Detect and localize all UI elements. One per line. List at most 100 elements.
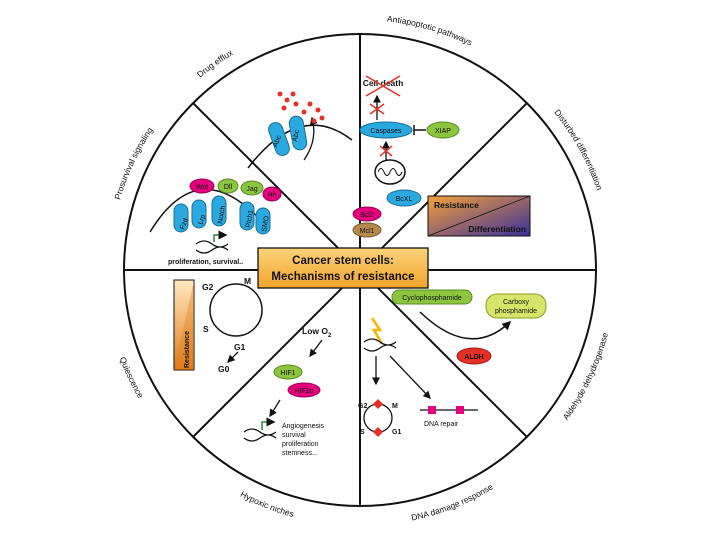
carboxy-label-1: Carboxy: [503, 299, 530, 306]
signaling-panel: Wnt Dll Jag Hh Fzd Lrp Notch Ptch1 SMO p…: [149, 178, 282, 266]
aldh-enzyme-label: ALDH: [464, 354, 483, 361]
abc-transporter-2: [288, 115, 308, 151]
hypoxia-gene-icon: [243, 428, 277, 442]
mcl1-node: [352, 222, 382, 238]
hif1-label: HIF1: [280, 370, 295, 377]
notch-label: Notch: [217, 205, 227, 224]
center-box: [257, 247, 429, 289]
dna-to-repair-arrow: [389, 355, 431, 399]
fzd-label: Fzd: [179, 217, 190, 230]
bcl2-label: Bcl2: [360, 212, 374, 219]
mcl1-label: Mcl1: [360, 228, 375, 235]
bcl2-node: [352, 206, 382, 222]
hif2a-label: HIF2α: [294, 388, 313, 395]
aldh-panel: Cyclophosphamide Carboxy phosphamide ALD…: [391, 289, 547, 365]
hypoxia-out-4: stemness...: [282, 450, 318, 457]
antiapoptotic-panel: Cell death Caspases XIAP BcXL Bcl2 Mcl1: [352, 75, 460, 238]
caspases-label: Caspases: [370, 128, 402, 135]
dll-ligand: [217, 178, 239, 194]
abc-label-1: Abc: [272, 134, 283, 148]
caspases-node: [359, 121, 413, 139]
blocked-arrow-cross-icon: [369, 103, 385, 115]
ptch1-label: Ptch1: [245, 209, 255, 228]
wnt-ligand: [189, 178, 215, 194]
fzd-receptor: [173, 203, 189, 233]
o2-to-hif-arrow: [309, 339, 323, 358]
hh-ligand: [262, 186, 282, 202]
quiescence-g0-label: G0: [218, 364, 230, 374]
repair-protein-2: [456, 406, 464, 414]
repair-protein-1: [428, 406, 436, 414]
aldh-conversion-arrow: [419, 311, 512, 340]
dll-label: Dll: [224, 184, 233, 191]
mito-block-cross-icon: [379, 145, 393, 157]
hypoxia-transcription-icon: [261, 417, 276, 430]
drug-efflux-panel: Abc Abc: [247, 91, 353, 169]
drug-molecules: [277, 91, 325, 124]
cell-death-cross-icon: [365, 75, 401, 97]
quiescence-g1-label: G1: [234, 342, 246, 352]
cyclophosphamide-label: Cyclophosphamide: [402, 295, 462, 302]
quiescence-resistance-bar: [173, 279, 195, 371]
abc-label-2: Abc: [292, 129, 301, 143]
dna-g1-label: G1: [392, 429, 401, 436]
center-title-line2: Mechanisms of resistance: [271, 271, 414, 283]
cyclophosphamide-pill: [391, 289, 473, 305]
center-title-line1: Cancer stem cells:: [292, 255, 394, 267]
smo-receptor: [255, 207, 271, 235]
xiap-node: [426, 121, 460, 139]
dna-repair-label: DNA repair: [424, 421, 459, 428]
resistance-label: Resistance: [434, 200, 479, 210]
diff-diagonal: [427, 195, 531, 237]
jag-label: Jag: [246, 186, 257, 193]
quiescence-s-label: S: [203, 324, 209, 334]
hypoxia-out-2: survival: [282, 432, 306, 439]
wnt-label: Wnt: [196, 184, 209, 191]
smo-label: SMO: [261, 215, 271, 232]
quiescence-g2-label: G2: [202, 282, 214, 292]
cell-death-label: Cell death: [363, 78, 404, 88]
quiescence-m-label: M: [244, 276, 251, 286]
g1-to-g0-arrow: [227, 351, 239, 363]
dna-m-label: M: [392, 403, 398, 410]
checkpoint-g1s-icon: [373, 427, 383, 437]
damaged-dna-icon: [363, 338, 397, 352]
quiescence-resistance-wedge: [174, 280, 194, 370]
signaling-transcription-icon: [213, 230, 228, 242]
hh-label: Hh: [268, 192, 277, 199]
hypoxia-out-1: Angiogenesis: [282, 423, 325, 430]
jag-ligand: [240, 180, 264, 196]
hif-to-gene-arrow: [269, 399, 281, 418]
notch-receptor: [211, 195, 227, 227]
bcxl-label: BcXL: [396, 196, 413, 203]
checkpoint-g2m-icon: [373, 399, 383, 409]
carboxy-label-2: phosphamide: [495, 308, 537, 315]
signaling-gene-icon: [195, 240, 229, 254]
dna-s-label: S: [360, 429, 365, 436]
differentiation-panel: Resistance Differentiation: [427, 195, 531, 237]
low-o2-label: Low O2: [302, 326, 332, 339]
hif2a-node: [287, 382, 321, 398]
xiap-label: XIAP: [435, 128, 451, 135]
quiescence-resistance-label: Resistance: [184, 331, 191, 368]
ptch1-receptor: [239, 201, 255, 231]
lrp-receptor: [191, 199, 207, 229]
aldh-enzyme-node: [456, 347, 492, 365]
lrp-label: Lrp: [197, 214, 207, 226]
quiescence-cycle-circle: [209, 283, 263, 337]
dna-g2-label: G2: [358, 403, 367, 410]
hypoxia-out-3: proliferation: [282, 441, 319, 448]
carboxyphosphamide-pill: [485, 293, 547, 319]
center-title-box: Cancer stem cells: Mechanisms of resista…: [257, 247, 429, 289]
signaling-output-label: proliferation, survival..: [168, 259, 243, 266]
damage-bolt-icon: [370, 317, 384, 345]
hypoxia-panel: Low O2 HIF1 HIF2α Angiogenesis survival …: [243, 326, 332, 457]
bcxl-node: [386, 189, 422, 207]
mitochondrion-cristae: [377, 168, 403, 176]
differentiation-label: Differentiation: [468, 224, 526, 234]
quiescence-panel: Resistance G2 M S G1 G0: [173, 276, 263, 374]
dna-damage-panel: G2 M S G1 DNA repair: [358, 317, 478, 437]
abc-transporter-1: [268, 122, 290, 156]
hif1-node: [273, 364, 303, 380]
